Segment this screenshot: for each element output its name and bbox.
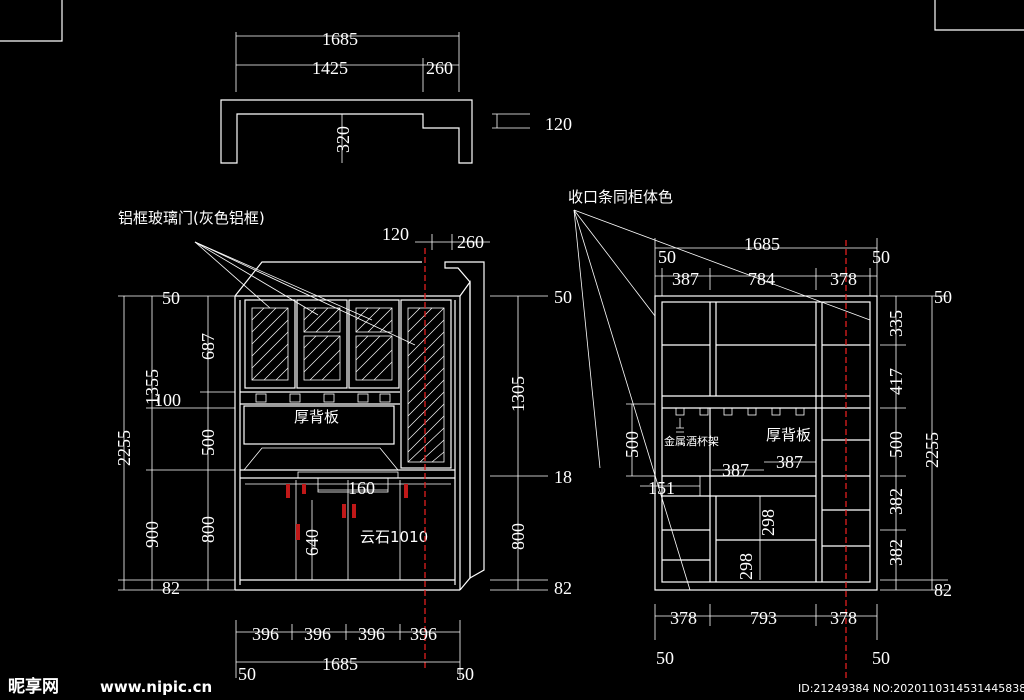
label-back-panel-front: 厚背板 [294, 408, 339, 426]
dim-bottom-396-2: 396 [304, 624, 331, 644]
dim-inner-298-1: 298 [758, 509, 778, 536]
glass-hatch [251, 307, 445, 463]
dim-bottom-396-1: 396 [252, 624, 279, 644]
dim-side-bottom-378-1: 378 [670, 608, 697, 628]
label-back-panel-side: 厚背板 [766, 426, 811, 444]
watermark: 昵享网 www.nipic.cn ID:21249384 NO:20201103… [8, 676, 1024, 697]
dim-side-right-82: 82 [934, 580, 952, 600]
dim-side-50-tr: 50 [872, 247, 890, 267]
dim-120-front: 120 [382, 224, 409, 244]
dim-left-687: 687 [198, 333, 218, 360]
dim-left-82: 82 [162, 578, 180, 598]
dim-640: 640 [302, 529, 322, 556]
dim-side-bottom-50-2: 50 [872, 648, 890, 668]
dim-side-378-top: 378 [830, 269, 857, 289]
dim-inner-387-1: 387 [722, 460, 749, 480]
dim-side-bottom-50-1: 50 [656, 648, 674, 668]
dim-side-bottom-378-2: 378 [830, 608, 857, 628]
dim-side-right-500: 500 [886, 431, 906, 458]
watermark-id: ID:21249384 NO:20201103145314458387 [798, 682, 1024, 695]
dim-side-784: 784 [748, 269, 775, 289]
watermark-logo: 昵享网 [8, 676, 59, 697]
dim-inner-387-2: 387 [776, 452, 803, 472]
dim-side-right-335: 335 [886, 310, 906, 337]
dim-left-100: 100 [154, 390, 181, 410]
dim-inner-298-2: 298 [736, 553, 756, 580]
top-plan: 1685 1425 260 320 120 [220, 29, 572, 164]
dim-160: 160 [348, 478, 375, 498]
dim-right-18: 18 [554, 467, 572, 487]
dim-left-500: 500 [198, 429, 218, 456]
dim-right-82: 82 [554, 578, 572, 598]
dim-1685-top: 1685 [322, 29, 358, 49]
dim-bottom-396-3: 396 [358, 624, 385, 644]
watermark-url: www.nipic.cn [100, 678, 212, 696]
dim-side-right-50: 50 [934, 287, 952, 307]
dim-side-50-tl: 50 [658, 247, 676, 267]
dim-320: 320 [333, 126, 353, 153]
dim-left-50: 50 [162, 288, 180, 308]
dim-bottom-1685: 1685 [322, 654, 358, 674]
dim-side-1685: 1685 [744, 234, 780, 254]
side-elevation: 收口条同柜体色 金属 [568, 188, 952, 680]
dim-right-1305: 1305 [508, 376, 528, 412]
dim-right-800: 800 [508, 523, 528, 550]
dim-bottom-396-4: 396 [410, 624, 437, 644]
dim-side-387: 387 [672, 269, 699, 289]
dim-side-right-2255: 2255 [922, 432, 942, 468]
label-wine-rack: 金属酒杯架 [664, 434, 719, 448]
label-stone: 云石1010 [360, 528, 428, 546]
dim-1425: 1425 [312, 58, 348, 78]
front-elevation: 铝框玻璃门(灰色铝框) 120 260 [114, 209, 572, 684]
note-trim: 收口条同柜体色 [568, 188, 673, 206]
dim-side-right-382-2: 382 [886, 539, 906, 566]
dim-120-plan: 120 [545, 114, 572, 134]
dim-bottom-50-left: 50 [238, 664, 256, 684]
dim-left-1355: 1355 [142, 369, 162, 405]
dim-bottom-50-right: 50 [456, 664, 474, 684]
note-glass-door: 铝框玻璃门(灰色铝框) [118, 209, 265, 227]
dim-side-right-417: 417 [886, 368, 906, 395]
viewport-corner-right [934, 0, 1024, 31]
viewport-corner-left [0, 0, 63, 42]
dim-right-50: 50 [554, 287, 572, 307]
dim-left-2255: 2255 [114, 430, 134, 466]
dim-left-800: 800 [198, 516, 218, 543]
dim-side-left-500: 500 [622, 431, 642, 458]
dim-260-plan: 260 [426, 58, 453, 78]
dim-left-900: 900 [142, 521, 162, 548]
dim-side-right-382-1: 382 [886, 488, 906, 515]
dim-side-left-151: 151 [648, 478, 675, 498]
plan-outline [220, 99, 473, 164]
dim-side-bottom-793: 793 [750, 608, 777, 628]
